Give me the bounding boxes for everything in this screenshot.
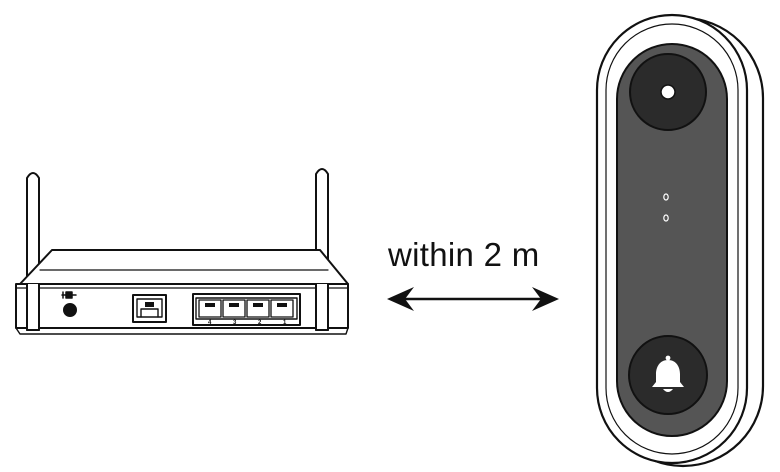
router-top-face: [19, 249, 349, 285]
lan-port-3: [222, 299, 246, 318]
distance-label: within 2 m: [388, 236, 540, 273]
power-jack: [63, 303, 77, 317]
sensor-dot-bottom: [663, 214, 669, 222]
camera-lens-icon: [660, 84, 676, 100]
lan-port-1: [270, 299, 294, 318]
doorbell-button[interactable]: [628, 335, 708, 415]
port-label-2: 2: [258, 320, 262, 326]
arrowhead-left: [387, 287, 414, 311]
video-doorbell: [595, 13, 765, 468]
port-label-4: 4: [208, 320, 212, 326]
port-label-1: 1: [283, 320, 287, 326]
power-plug-icon: [61, 291, 77, 299]
doorbell-face-panel: [616, 43, 728, 437]
wan-port[interactable]: [132, 294, 167, 323]
sensor-dot-top: [663, 193, 669, 201]
port-label-3: 3: [233, 320, 237, 326]
arrowhead-right: [532, 287, 559, 311]
lan-port-4: [198, 299, 222, 318]
distance-arrow: [387, 287, 559, 311]
lan-ports[interactable]: [192, 293, 301, 326]
bell-icon: [652, 355, 684, 392]
lan-port-2: [246, 299, 270, 318]
router: [15, 168, 349, 335]
